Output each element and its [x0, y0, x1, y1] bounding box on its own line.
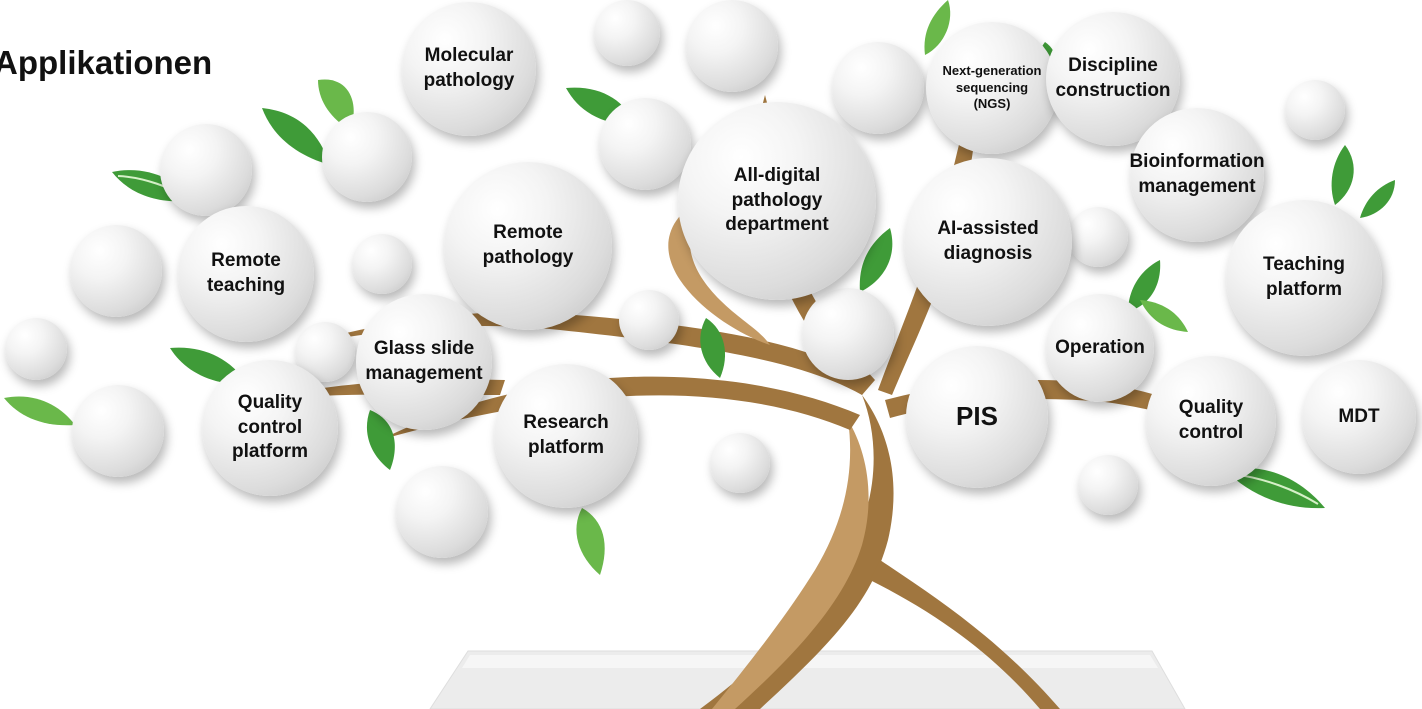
branch-upper-left-curl: [668, 200, 770, 345]
leaf: [700, 318, 726, 378]
node-label: Molecular pathology: [423, 45, 515, 91]
empty-bubble: [72, 385, 164, 477]
empty-bubble: [1285, 80, 1345, 140]
node-label: PIS: [956, 401, 998, 432]
leaf: [859, 228, 893, 292]
node-remote-pathology: Remote pathology: [444, 162, 612, 330]
node-ngs: Next-generation sequencing (NGS): [926, 22, 1058, 154]
node-label: AI-assisted diagnosis: [937, 218, 1039, 264]
node-label: Research platform: [523, 412, 609, 458]
leaf: [4, 396, 75, 426]
branch-left-upper: [300, 312, 872, 395]
leaf: [924, 0, 951, 55]
leaf: [1225, 467, 1325, 509]
node-molecular-pathology: Molecular pathology: [402, 2, 536, 136]
node-ai-assisted-diagnosis: AI-assisted diagnosis: [904, 158, 1072, 326]
empty-bubble: [396, 466, 488, 558]
empty-bubble: [619, 290, 679, 350]
node-label: Operation: [1055, 336, 1145, 358]
node-label: Quality control platform: [232, 391, 308, 463]
node-all-digital-pathology: All-digital pathology department: [678, 102, 876, 300]
node-label: Remote pathology: [482, 222, 574, 268]
node-label: Quality control: [1178, 397, 1244, 443]
node-label: MDT: [1338, 405, 1380, 427]
empty-bubble: [710, 433, 770, 493]
empty-bubble: [5, 318, 67, 380]
node-research-platform: Research platform: [494, 364, 638, 508]
node-label: Glass slide management: [365, 338, 483, 384]
leaf: [366, 410, 395, 470]
tree-trunk-highlight: [712, 420, 869, 709]
node-label: Next-generation sequencing (NGS): [942, 62, 1042, 112]
empty-bubble: [70, 225, 162, 317]
node-teaching-platform: Teaching platform: [1226, 200, 1382, 356]
node-mdt: MDT: [1302, 360, 1416, 474]
tree-root: [870, 560, 1060, 709]
empty-bubble: [802, 288, 894, 380]
branch-left-lower: [380, 376, 860, 440]
node-label: Bioinformation management: [1129, 151, 1265, 197]
node-remote-teaching: Remote teaching: [178, 206, 314, 342]
leaf: [576, 508, 605, 575]
node-pis: PIS: [906, 346, 1048, 488]
node-operation: Operation: [1046, 294, 1154, 402]
empty-bubble: [832, 42, 924, 134]
empty-bubble: [352, 234, 412, 294]
node-label: Teaching platform: [1263, 254, 1345, 300]
diagram-heading: Applikationen: [0, 44, 213, 81]
empty-bubble: [1078, 455, 1138, 515]
leaf: [1360, 180, 1395, 218]
empty-bubble: [322, 112, 412, 202]
leaf: [1140, 300, 1188, 332]
node-label: Remote teaching: [206, 250, 286, 296]
node-glass-slide-management: Glass slide management: [356, 294, 492, 430]
tree-base-shadow: [462, 655, 1158, 668]
empty-bubble: [599, 98, 691, 190]
node-bioinformation-management: Bioinformation management: [1129, 108, 1265, 242]
node-label: All-digital pathology department: [725, 164, 829, 236]
leaf: [262, 108, 330, 165]
empty-bubble: [594, 0, 660, 66]
leaf: [1128, 260, 1161, 312]
leaf: [1331, 145, 1354, 205]
empty-bubble: [160, 124, 252, 216]
node-quality-control-platform: Quality control platform: [202, 360, 338, 496]
node-label: Discipline construction: [1055, 55, 1171, 101]
node-quality-control: Quality control: [1146, 356, 1276, 486]
empty-bubble: [686, 0, 778, 92]
empty-bubble: [1068, 207, 1128, 267]
